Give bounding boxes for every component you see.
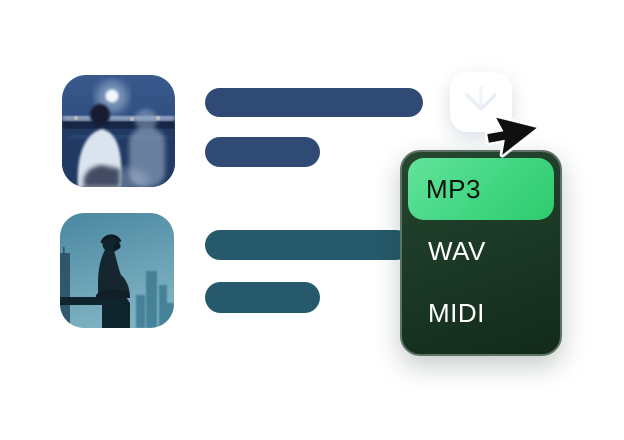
menu-item-midi[interactable]: MIDI (408, 282, 554, 344)
album-art-night-city (62, 75, 175, 187)
skeleton-title-bar-track1 (205, 88, 423, 117)
lofi-listener-illustration (60, 213, 174, 328)
album-art-lofi-listener (60, 213, 174, 328)
download-button[interactable] (450, 72, 512, 132)
menu-item-wav-label: WAV (428, 235, 486, 266)
skeleton-title-bar-track2 (205, 230, 411, 260)
menu-item-midi-label: MIDI (428, 297, 485, 328)
night-city-photo (62, 75, 175, 187)
skeleton-subtitle-bar-track2 (205, 282, 320, 313)
arrow-down-icon (465, 86, 497, 111)
menu-item-mp3-label: MP3 (426, 173, 481, 204)
menu-item-mp3[interactable]: MP3 (408, 158, 554, 220)
menu-item-wav[interactable]: WAV (408, 220, 554, 282)
skeleton-subtitle-bar-track1 (205, 137, 320, 167)
format-dropdown-menu: MP3 WAV MIDI (400, 150, 562, 356)
